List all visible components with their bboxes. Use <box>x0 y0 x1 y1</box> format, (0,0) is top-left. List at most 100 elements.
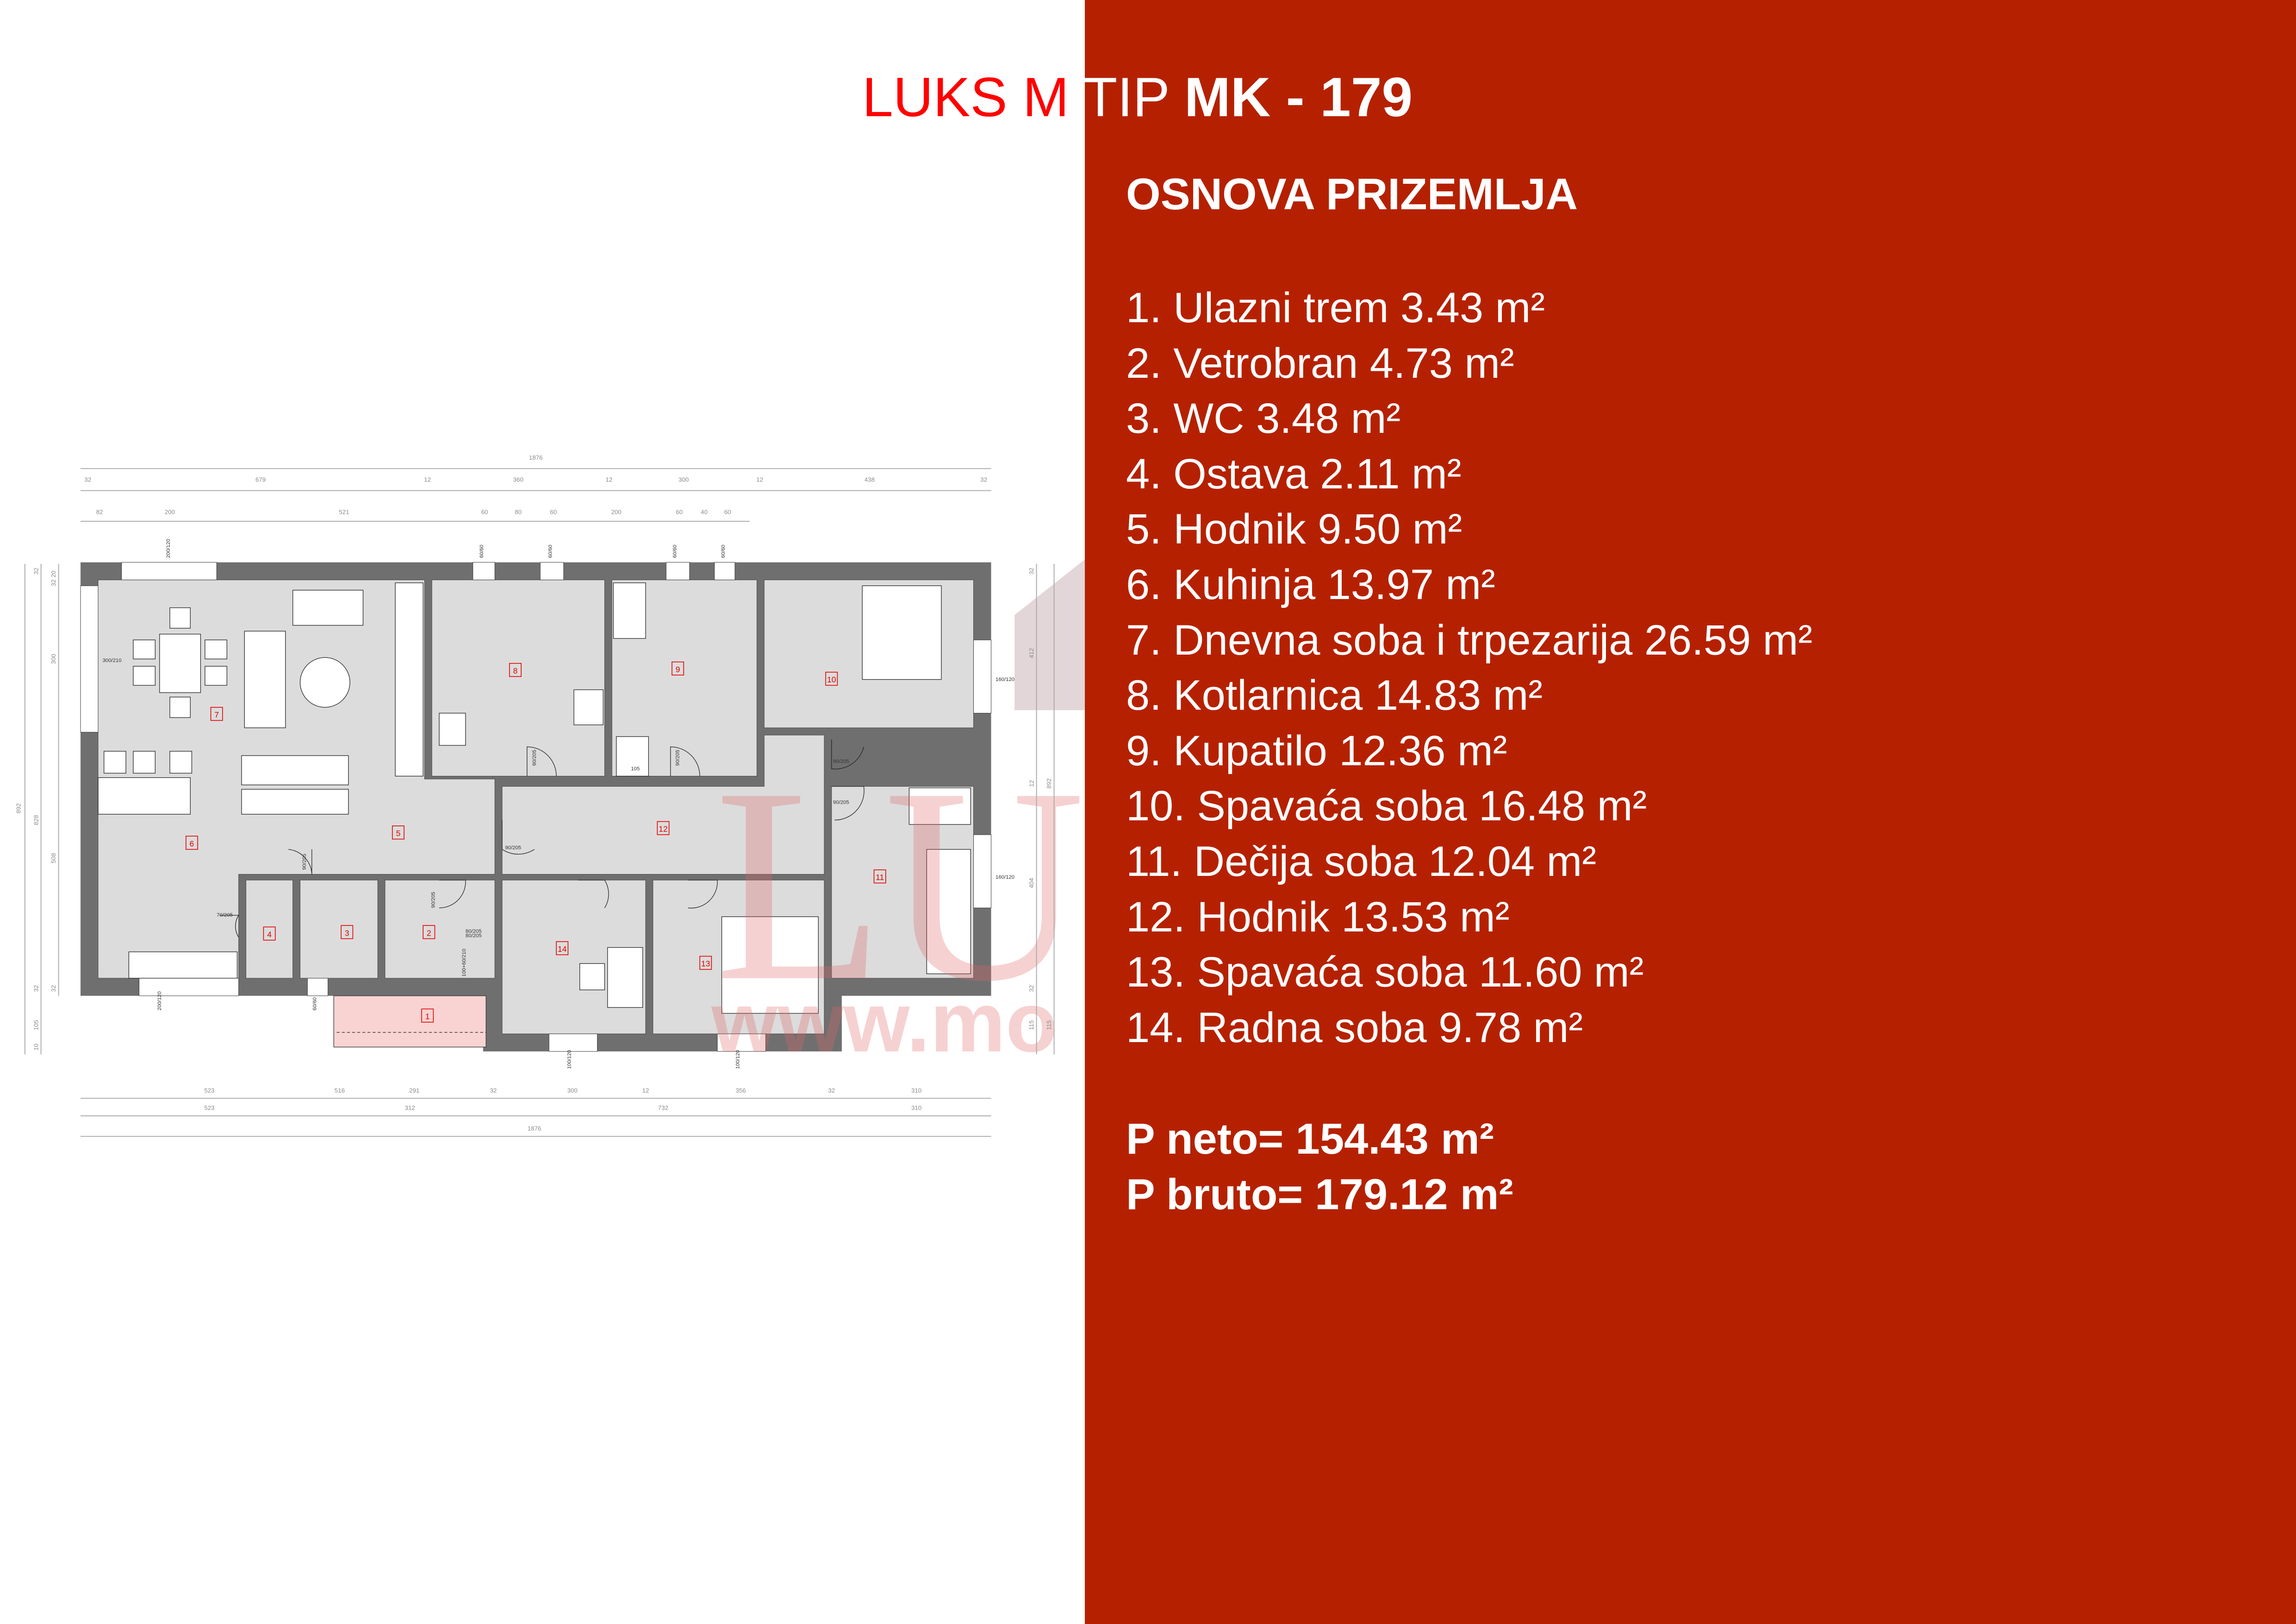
room-number: 9 <box>676 665 680 674</box>
window-label: 60/60 <box>672 545 678 558</box>
door-label: 90/205 <box>431 892 436 908</box>
room-number: 2 <box>427 928 431 937</box>
dimension-label: 12 <box>1028 780 1035 787</box>
dimension-label: 300 <box>678 476 689 483</box>
dimension-label: 32 <box>828 1087 835 1094</box>
dimension-label: 300 <box>50 654 57 664</box>
dimension-label: 32 <box>50 580 57 587</box>
dimension-label: 356 <box>736 1087 746 1094</box>
room-tag-box <box>657 821 670 835</box>
window-label: 60/60 <box>721 545 726 558</box>
dimension-label: 115 <box>1028 1020 1035 1030</box>
room-list-item: 11. Dečija soba 12.04 m² <box>1126 837 1596 885</box>
dimension-label: 312 <box>405 1105 415 1112</box>
title-model: MK - 179 <box>1184 66 1413 128</box>
title-tip: TIP <box>1083 66 1169 128</box>
room-list-item: 4. Ostava 2.11 m² <box>1126 450 1462 498</box>
area-totals: P neto= 154.43 m² P bruto= 179.12 m² <box>1126 1111 1513 1222</box>
page-title: LUKS M TIP MK - 179 <box>862 69 1412 125</box>
dimension-label: 310 <box>911 1087 921 1094</box>
dimension-label: 40 <box>701 508 708 515</box>
window-label: 60/60 <box>479 545 485 558</box>
dimension-label: 679 <box>255 476 266 483</box>
dimension-label: 1876 <box>528 1125 541 1132</box>
dimension-label: 12 <box>642 1087 649 1094</box>
room-list-item: 12. Hodnik 13.53 m² <box>1126 893 1510 941</box>
dimension-label: 32 <box>980 476 987 483</box>
room-tag-box <box>556 941 569 956</box>
dimension-label: 438 <box>865 476 875 483</box>
dimension-label: 82 <box>96 508 103 515</box>
room-list-item: 14. Radna soba 9.78 m² <box>1126 1004 1583 1051</box>
room-number: 14 <box>558 944 567 954</box>
dimension-label: 12 <box>424 476 431 483</box>
floor-plan: LUK www.mo 18763267912360123001243832822… <box>15 454 1085 1137</box>
dimension-label: 523 <box>204 1105 214 1112</box>
room-tag-box <box>341 925 354 939</box>
window-label: 60/60 <box>312 997 317 1010</box>
room-tag-box <box>210 707 223 721</box>
room-number: 8 <box>513 666 518 675</box>
room-number: 1 <box>425 1012 430 1021</box>
dimension-label: 60 <box>724 508 731 515</box>
room-number: 5 <box>396 829 401 838</box>
room-number: 12 <box>659 824 667 834</box>
door-label: 100+60/210 <box>461 949 467 976</box>
room-list-item: 5. Hodnik 9.50 m² <box>1126 506 1462 553</box>
room-tag-box <box>873 869 886 884</box>
dimension-label: 12 <box>606 476 613 483</box>
room-list-item: 13. Spavaća soba 11.60 m² <box>1126 949 1644 996</box>
room-number: 3 <box>345 928 349 937</box>
room-8 <box>431 580 605 776</box>
window-label: 160/120 <box>996 677 1014 682</box>
door-label: 90/205 <box>505 845 521 851</box>
dimension-label: 12 <box>756 476 763 483</box>
room-tag-box <box>392 825 404 840</box>
dimension-label: 32 <box>32 985 39 992</box>
room-list-item: 6. Kuhinja 13.97 m² <box>1126 561 1495 608</box>
dimension-label: 60 <box>550 508 557 515</box>
dimension-label: 60 <box>481 508 488 515</box>
room-list-item: 10. Spavaća soba 16.48 m² <box>1126 782 1647 830</box>
furniture <box>98 582 971 1014</box>
room-number: 4 <box>267 930 272 939</box>
dimension-label: 412 <box>1028 648 1035 658</box>
info-panel <box>1085 0 2296 1624</box>
room-list-item: 2. Vetrobran 4.73 m² <box>1126 339 1514 387</box>
room-4 <box>245 880 293 979</box>
dimension-label: 828 <box>32 815 39 825</box>
window-label: 100/120 <box>735 1050 740 1069</box>
dimension-label: 523 <box>204 1087 214 1094</box>
room-number: 13 <box>701 959 710 968</box>
room-tag-box <box>263 926 276 941</box>
room-tag-box <box>423 925 436 939</box>
door-label: 70/205 <box>217 912 233 918</box>
window-label: 200/120 <box>166 539 171 558</box>
dimension-label: 105 <box>32 1020 39 1030</box>
dimension-label: 1876 <box>529 454 543 461</box>
room-number: 7 <box>214 710 219 719</box>
dimension-label: 516 <box>335 1087 345 1094</box>
door-label: 105 <box>631 766 640 772</box>
dimension-label: 291 <box>409 1087 419 1094</box>
dimension-label: 200 <box>611 508 622 515</box>
dimension-label: 32 <box>490 1087 497 1094</box>
dimension-label: 521 <box>339 508 349 515</box>
dimension-label: 115 <box>1045 1020 1052 1030</box>
watermark-url: www.mo <box>711 974 1057 1069</box>
dimension-label: 508 <box>50 853 57 863</box>
dimension-label: 732 <box>658 1105 668 1112</box>
dimension-label: 80 <box>515 508 522 515</box>
room-list-item: 9. Kupatilo 12.36 m² <box>1126 727 1507 775</box>
dimension-label: 892 <box>1045 778 1052 788</box>
dimension-label: 32 <box>1028 568 1035 575</box>
room-tag-box <box>825 672 838 686</box>
dimension-label: 32 <box>32 568 39 575</box>
dimension-label: 892 <box>15 803 22 813</box>
room-number: 6 <box>190 839 194 848</box>
room-tag-box <box>509 663 522 677</box>
dimension-label: 310 <box>911 1105 921 1112</box>
floor-heading: OSNOVA PRIZEMLJA <box>1126 169 1578 219</box>
dimension-label: 300 <box>567 1087 578 1094</box>
